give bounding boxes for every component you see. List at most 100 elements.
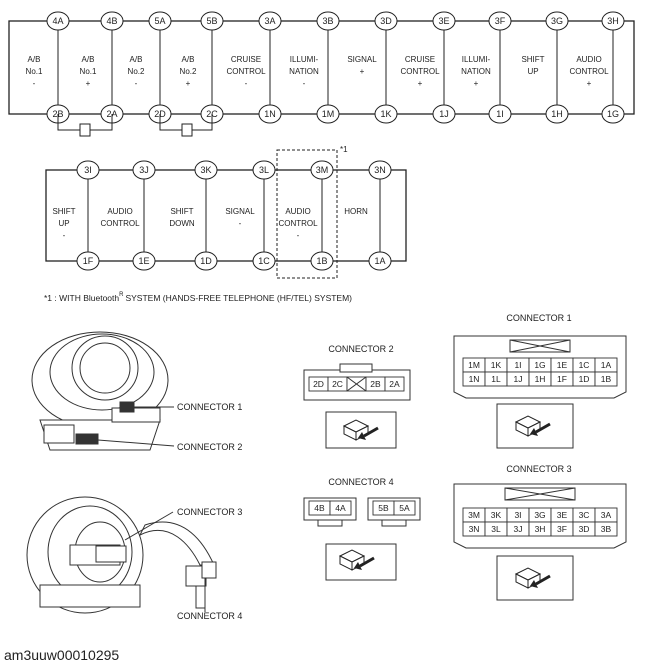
circuit-label-line: HORN	[344, 207, 368, 216]
second-row-circuits: 3I1FSHIFTUP-3J1EAUDIOCONTROL3K1DSHIFTDOW…	[52, 160, 392, 271]
connector-3-pin-label: 3L	[491, 524, 501, 534]
terminal-circle	[148, 11, 172, 31]
connector-3-pin-label: 3G	[534, 510, 545, 520]
terminal-circle	[432, 11, 456, 31]
circuit-label-line: CONTROL	[278, 219, 318, 228]
connector-3-pin-cell	[594, 521, 618, 537]
terminal-bottom-label: 1C	[258, 256, 270, 266]
connector-2-pin-label: 2C	[332, 379, 343, 389]
circuit-label-line: SHIFT	[52, 207, 75, 216]
connector-3-pin-label: 3K	[491, 510, 502, 520]
connector-4-part-label: CONNECTOR 4	[177, 611, 242, 621]
note-mark: *1	[340, 145, 348, 154]
terminal-circle	[76, 160, 100, 180]
circuit-label-line: A/B	[28, 55, 41, 64]
plug-icon	[514, 415, 551, 437]
circuit-label-line: AUDIO	[107, 207, 132, 216]
terminal-bottom-label: 1N	[264, 109, 276, 119]
circuit-label-line: -	[63, 231, 66, 240]
circuit-label-line: DOWN	[169, 219, 195, 228]
connector-1-pin-label: 1F	[557, 374, 567, 384]
circuit-label-line: CONTROL	[400, 67, 440, 76]
circuit-label-line: A/B	[182, 55, 195, 64]
terminal-top-label: 3K	[200, 165, 211, 175]
circuit-label-line: -	[135, 79, 138, 88]
circuit-label-line: UP	[58, 219, 69, 228]
terminal-circle	[252, 251, 276, 271]
terminal-circle	[76, 251, 100, 271]
terminal-bottom-label: 1J	[439, 109, 449, 119]
connector-1-pin-label: 1K	[491, 360, 502, 370]
circuit-label-line: +	[587, 79, 592, 88]
terminal-bottom-label: 1M	[322, 109, 335, 119]
circuit-label-line: CONTROL	[569, 67, 609, 76]
circuit-label-line: +	[186, 79, 191, 88]
terminal-circle	[310, 160, 334, 180]
terminal-top-label: 4B	[106, 16, 117, 26]
terminal-bottom-label: 1A	[374, 256, 385, 266]
blank-pin-mark	[346, 376, 367, 392]
terminal-top-label: 3G	[551, 16, 563, 26]
terminal-circle	[194, 251, 218, 271]
connector-2-pin-label: 2A	[389, 379, 400, 389]
terminal-bottom-label: 1D	[200, 256, 212, 266]
terminal-top-label: 5B	[206, 16, 217, 26]
connector-2-pin-cell	[384, 376, 405, 392]
circuit-label-line: NATION	[461, 67, 491, 76]
terminal-circle	[601, 11, 625, 31]
connector-1-pin-label: 1B	[601, 374, 612, 384]
terminal-bottom-label: 1F	[83, 256, 94, 266]
circuit-label-line: AUDIO	[576, 55, 601, 64]
clock-spring-illustration-lower	[26, 496, 217, 614]
connector-3-pin-label: 3C	[579, 510, 590, 520]
diode-links	[57, 114, 213, 137]
connector-1-pin-label: 1J	[514, 374, 523, 384]
connector-3-pin-label: 3I	[514, 510, 521, 520]
optional-circuit-dashed-box	[276, 149, 338, 279]
connector-1-title: CONNECTOR 1	[506, 313, 571, 323]
circuit-label-line: No.2	[180, 67, 197, 76]
circuit-label-line: +	[86, 79, 91, 88]
connector-4-pin-cell	[329, 500, 352, 516]
circuit-label-line: AUDIO	[285, 207, 310, 216]
connector-2-pin-label: 2B	[370, 379, 381, 389]
connector-3-pin-label: 3H	[535, 524, 546, 534]
connector-1-pin-label: 1L	[491, 374, 501, 384]
circuit-label-line: SIGNAL	[225, 207, 255, 216]
terminal-circle	[368, 251, 392, 271]
terminal-top-label: 3M	[316, 165, 329, 175]
terminal-top-label: 3A	[264, 16, 275, 26]
second-row-circuit: 3L 1C SIGNAL -	[225, 160, 276, 271]
terminal-top-label: 3B	[322, 16, 333, 26]
terminal-top-label: 4A	[52, 16, 63, 26]
circuit-label-line: -	[239, 219, 242, 228]
top-circuit-box	[8, 20, 635, 115]
connector-1-pin-label: 1H	[535, 374, 546, 384]
connector-3-pin-label: 3J	[514, 524, 523, 534]
connector-1-pin-label: 1I	[514, 360, 521, 370]
terminal-circle	[46, 11, 70, 31]
terminal-top-label: 3L	[259, 165, 269, 175]
terminal-circle	[316, 104, 340, 124]
terminal-circle	[258, 104, 282, 124]
connector-4-pin-label: 4B	[314, 503, 325, 513]
terminal-circle	[545, 104, 569, 124]
plug-icon	[514, 567, 551, 589]
terminal-top-label: 3F	[495, 16, 506, 26]
connector-1-pin-label: 1N	[469, 374, 480, 384]
terminal-circle	[601, 104, 625, 124]
circuit-label-line: -	[303, 79, 306, 88]
connector-3-pin-label: 3E	[557, 510, 568, 520]
circuit-label-line: +	[474, 79, 479, 88]
circuit-label-line: SHIFT	[521, 55, 544, 64]
